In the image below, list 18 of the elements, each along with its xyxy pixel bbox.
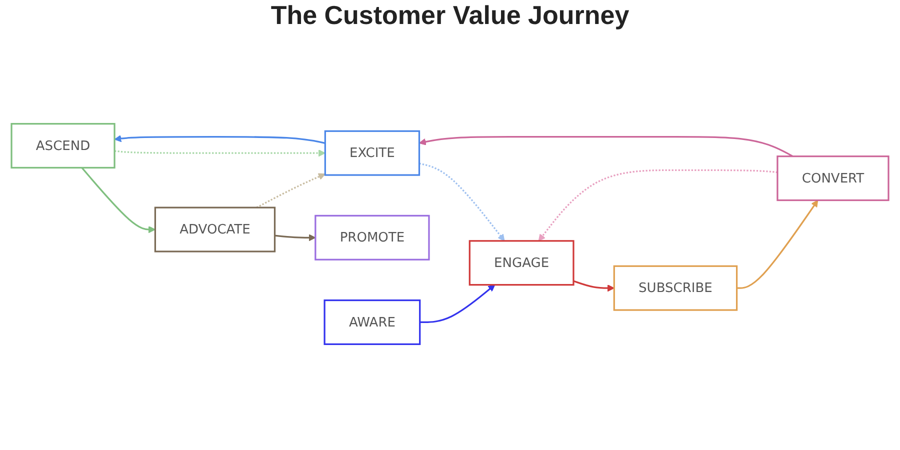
arrow bbox=[419, 162, 505, 241]
node-box: ADVOCATE bbox=[154, 206, 276, 252]
node-box: PROMOTE bbox=[314, 214, 430, 260]
arrow bbox=[274, 234, 316, 241]
arrow bbox=[81, 166, 156, 233]
node-box: CONVERT bbox=[776, 155, 890, 201]
arrow bbox=[420, 284, 496, 323]
node-box: SUBSCRIBE bbox=[613, 264, 738, 310]
node-box: AWARE bbox=[324, 298, 421, 345]
arrow bbox=[114, 134, 326, 144]
arrow bbox=[256, 172, 326, 208]
node-box: ENGAGE bbox=[468, 240, 574, 286]
node-box: ASCEND bbox=[10, 122, 116, 168]
arrow bbox=[418, 136, 794, 157]
arrow bbox=[573, 280, 614, 292]
arrow bbox=[736, 199, 818, 288]
title: The Customer Value Journey bbox=[270, 0, 630, 30]
node-box: EXCITE bbox=[324, 130, 420, 176]
